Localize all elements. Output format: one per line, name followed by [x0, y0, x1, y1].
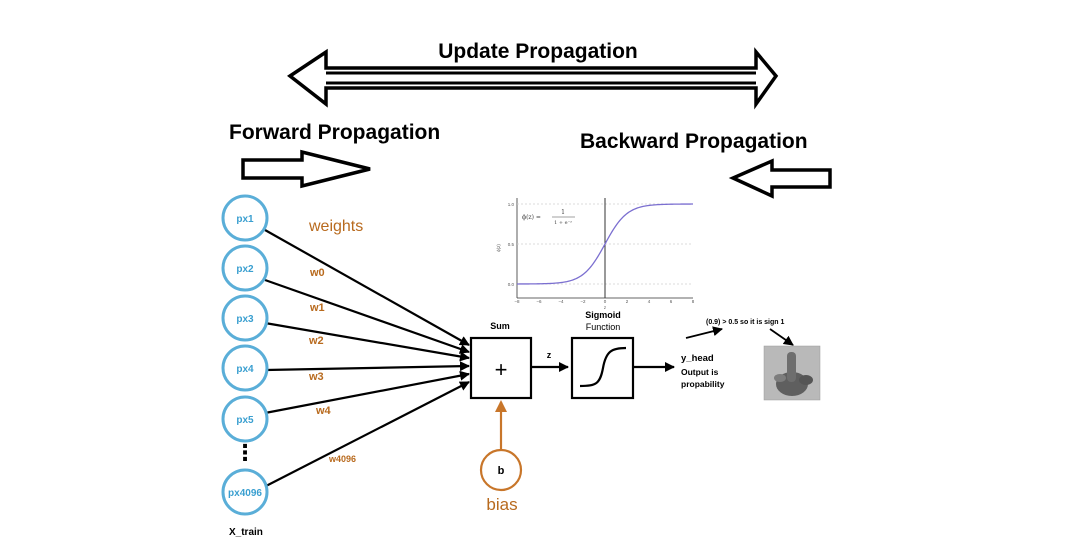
plot-ylabel: ϕ(z) [496, 244, 501, 252]
weight-label-w4096: w4096 [328, 454, 356, 464]
weight-label-w0: w0 [309, 267, 325, 279]
x-tick-label: 4 [648, 299, 651, 304]
input-node-px4: px4 [221, 344, 269, 392]
y-tick-05: 0.5 [508, 242, 515, 247]
sum-symbol: + [495, 357, 508, 382]
input-node-label: px4096 [228, 488, 262, 499]
input-node-label: px3 [236, 314, 254, 325]
formula-denominator: 1 + e⁻ᶻ [554, 220, 572, 226]
x-tick-label: 8 [692, 299, 695, 304]
formula-lhs: ϕ(z) = [522, 214, 541, 221]
input-node-label: px5 [236, 415, 254, 426]
formula-numerator: 1 [561, 209, 565, 216]
y-tick-0: 0.0 [508, 282, 515, 287]
forward-arrow [241, 149, 371, 189]
bias-node-label: b [498, 465, 505, 477]
x-tick-label: 0 [604, 299, 607, 304]
weight-label-w2: w2 [308, 335, 324, 347]
x-tick-label: 2 [626, 299, 629, 304]
x-tick-label: 6 [670, 299, 673, 304]
input-node-label: px1 [236, 214, 254, 225]
note-arrow-right [769, 328, 794, 346]
input-node-px5: px5 [221, 395, 269, 443]
note-arrow-left [685, 326, 723, 339]
input-node-px2: px2 [221, 244, 269, 292]
plot-xlabel: z [604, 305, 607, 310]
input-node-label: px2 [236, 264, 254, 275]
input-node-px1: px1 [221, 194, 269, 242]
x-tick-label: −2 [580, 299, 586, 304]
input-node-px4096: px4096 [221, 468, 269, 516]
x-tick-label: −6 [536, 299, 542, 304]
y-tick-1: 1.0 [508, 202, 515, 207]
hand-sign-image [763, 345, 821, 401]
output-line-2: Output is [681, 367, 719, 377]
bias-label: bias [486, 495, 517, 514]
backward-propagation-title: Backward Propagation [580, 130, 808, 153]
sum-label: Sum [490, 321, 510, 331]
x-train-label: X_train [229, 527, 263, 538]
weight-label-w1: w1 [309, 302, 325, 314]
sigmoid-label-1: Sigmoid [585, 310, 621, 320]
weights-title: weights [308, 218, 363, 235]
sigmoid-plot: ϕ(z) = 1 1 + e⁻ᶻ ϕ(z) z 0.0 0.5 1.0 −8 −6… [496, 198, 695, 310]
update-propagation-arrow [287, 47, 779, 110]
x-ticks: −8 −6 −4 −2 0 2 4 6 8 [514, 299, 694, 304]
weight-connections [264, 229, 470, 487]
sum-block [469, 336, 533, 400]
weight-label-w4: w4 [315, 405, 332, 417]
weight-label-w3: w3 [308, 371, 324, 383]
x-tick-label: −8 [514, 299, 520, 304]
input-ellipsis: ⋮ [234, 441, 256, 466]
sigmoid-label-2: Function [586, 322, 621, 332]
backward-arrow [728, 158, 832, 199]
input-node-label: px4 [236, 364, 254, 375]
x-tick-label: −4 [558, 299, 564, 304]
forward-propagation-title: Forward Propagation [229, 121, 440, 144]
z-label: z [547, 350, 552, 360]
input-node-px3: px3 [221, 294, 269, 342]
update-propagation-title: Update Propagation [438, 40, 638, 63]
sigmoid-curve [517, 203, 693, 285]
sigmoid-symbol [579, 346, 627, 388]
output-line-3: propability [681, 379, 725, 389]
output-note: (0.9) > 0.5 so it is sign 1 [706, 319, 784, 326]
output-name: y_head [681, 353, 714, 364]
